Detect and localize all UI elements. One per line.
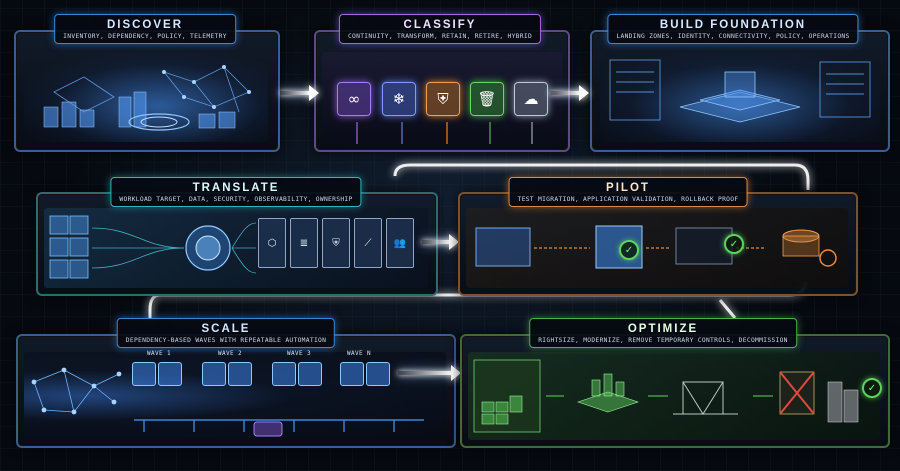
wave-node: [228, 362, 252, 386]
discover-title: DISCOVER: [106, 19, 184, 31]
translate-title: TRANSLATE: [192, 182, 280, 194]
check-icon: ✓: [619, 240, 639, 260]
flow-arrow-scale-optimize: [398, 371, 454, 375]
pilot-title: PILOT: [606, 182, 650, 194]
classify-subtitle: CONTINUITY, TRANSFORM, RETAIN, RETIRE, H…: [347, 33, 533, 40]
translate-subtitle: WORKLOAD TARGET, DATA, SECURITY, OBSERVA…: [119, 196, 353, 203]
scale-panel: [16, 334, 456, 448]
wave-label: WAVE 1: [147, 350, 172, 357]
database-icon: ≣: [290, 218, 318, 268]
wave-label: WAVE N: [347, 350, 372, 357]
optimize-title: OPTIMIZE: [627, 323, 699, 335]
classify-title: CLASSIFY: [403, 19, 477, 31]
optimize-flow: [473, 359, 859, 433]
platform-icon: [609, 59, 871, 123]
wave-node: [202, 362, 226, 386]
infinity-icon: ∞: [337, 82, 371, 116]
wave-node: [340, 362, 364, 386]
wave-node: [366, 362, 390, 386]
discover-subtitle: INVENTORY, DEPENDENCY, POLICY, TELEMETRY: [63, 33, 227, 40]
pilot-flow: [475, 225, 837, 269]
optimize-panel: [460, 334, 890, 448]
check-icon: ✓: [724, 234, 744, 254]
translate-header: TRANSLATE WORKLOAD TARGET, DATA, SECURIT…: [110, 177, 362, 207]
pilot-header: PILOT TEST MIGRATION, APPLICATION VALIDA…: [508, 177, 748, 207]
pilot-subtitle: TEST MIGRATION, APPLICATION VALIDATION, …: [517, 196, 739, 203]
flow-arrow-classify-build: [550, 91, 582, 95]
cloud-icon: ☁: [514, 82, 548, 116]
discover-visual: [24, 52, 268, 142]
build-subtitle: LANDING ZONES, IDENTITY, CONNECTIVITY, P…: [616, 33, 850, 40]
cube-icon: ⬡: [258, 218, 286, 268]
pilot-visual: [466, 208, 848, 288]
discover-panel: [14, 30, 280, 152]
flow-arrow-discover-classify: [280, 91, 312, 95]
optimize-visual: [468, 352, 880, 440]
shield-icon: ⛨: [322, 218, 350, 268]
build-header: BUILD FOUNDATION LANDING ZONES, IDENTITY…: [607, 14, 859, 44]
network-graph-icon: [43, 65, 251, 131]
scale-header: SCALE DEPENDENCY-BASED WAVES WITH REPEAT…: [116, 318, 336, 348]
scale-title: SCALE: [201, 323, 251, 335]
chart-icon: ⟋: [354, 218, 382, 268]
build-panel: [590, 30, 890, 152]
trash-icon: 🗑: [470, 82, 504, 116]
discover-header: DISCOVER INVENTORY, DEPENDENCY, POLICY, …: [54, 14, 236, 44]
wave-label: WAVE 2: [218, 350, 243, 357]
build-visual: [600, 52, 880, 142]
flow-arrow-translate-pilot: [422, 240, 452, 244]
translate-pipeline: [49, 215, 257, 279]
optimize-subtitle: RIGHTSIZE, MODERNIZE, REMOVE TEMPORARY C…: [538, 337, 788, 344]
pilot-panel: [458, 192, 858, 296]
shield-icon: ⛨: [426, 82, 460, 116]
scale-network: [31, 367, 424, 437]
wave-node: [298, 362, 322, 386]
build-title: BUILD FOUNDATION: [659, 19, 807, 31]
wave-node: [272, 362, 296, 386]
scale-subtitle: DEPENDENCY-BASED WAVES WITH REPEATABLE A…: [125, 337, 327, 344]
check-icon: ✓: [862, 378, 882, 398]
gear-icon: ❄: [382, 82, 416, 116]
classify-header: CLASSIFY CONTINUITY, TRANSFORM, RETAIN, …: [338, 14, 542, 44]
optimize-header: OPTIMIZE RIGHTSIZE, MODERNIZE, REMOVE TE…: [529, 318, 797, 348]
wave-node: [158, 362, 182, 386]
wave-label: WAVE 3: [287, 350, 312, 357]
users-icon: 👥: [386, 218, 414, 268]
wave-node: [132, 362, 156, 386]
classify-lines: [356, 122, 533, 144]
classify-visual: [322, 52, 562, 144]
